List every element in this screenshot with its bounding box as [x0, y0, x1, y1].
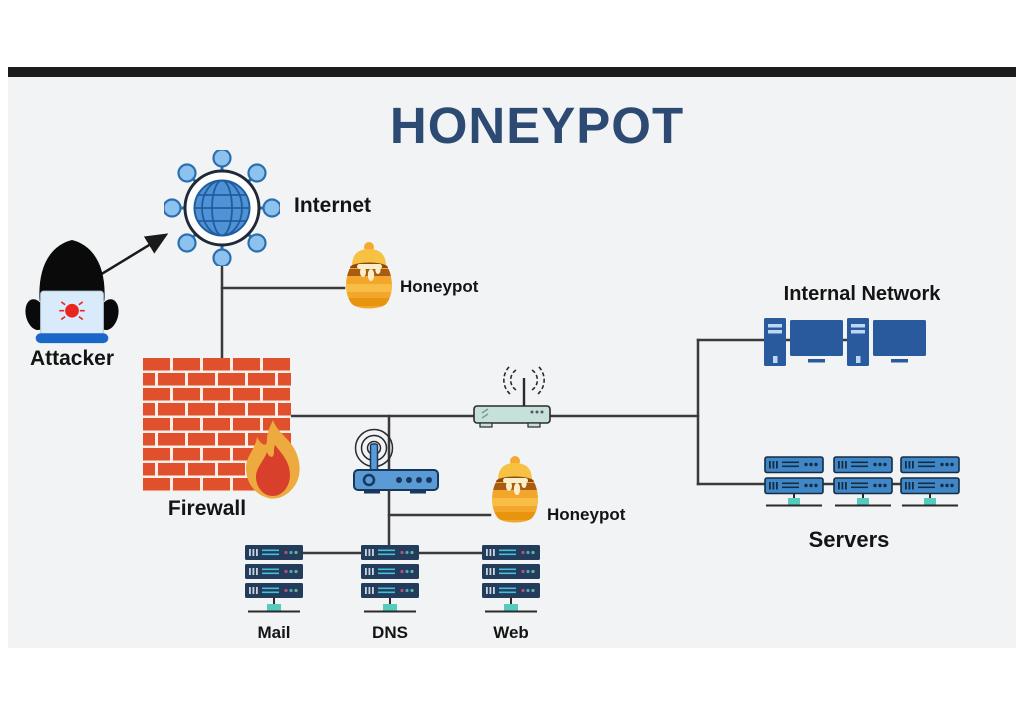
- top-divider-bar: [8, 67, 1016, 77]
- server-rack-icon: [900, 456, 960, 510]
- bug-icon: [59, 301, 85, 321]
- honeypot-external-label: Honeypot: [400, 277, 479, 296]
- flame-icon: [243, 420, 307, 508]
- web-server-rack-icon: [481, 545, 541, 615]
- attacker-icon: [22, 240, 122, 348]
- attack-arrow: [93, 233, 169, 280]
- mail-server-rack-icon: [244, 545, 304, 615]
- honeypot-external-icon: [342, 240, 396, 312]
- wireless-router-icon: [350, 428, 442, 494]
- page-title: HONEYPOT: [389, 97, 685, 154]
- desktop-computer-icon: [847, 316, 927, 368]
- internal-network-label: Internal Network: [783, 283, 941, 305]
- wireless-access-point-icon: [470, 366, 554, 430]
- honeypot-internal-icon: [488, 452, 542, 528]
- desktop-computer-icon: [764, 316, 844, 368]
- firewall-label: Firewall: [167, 497, 247, 520]
- dns-server-rack-icon: [360, 545, 420, 615]
- attacker-label: Attacker: [29, 347, 115, 370]
- server-rack-icon: [764, 456, 824, 510]
- servers-label: Servers: [808, 527, 890, 552]
- internet-icon: [164, 150, 280, 266]
- web-label: Web: [493, 623, 529, 642]
- honeypot-internal-label: Honeypot: [547, 505, 626, 524]
- internet-label: Internet: [294, 194, 372, 217]
- dns-label: DNS: [372, 623, 408, 642]
- server-rack-icon: [833, 456, 893, 510]
- mail-label: Mail: [257, 623, 291, 642]
